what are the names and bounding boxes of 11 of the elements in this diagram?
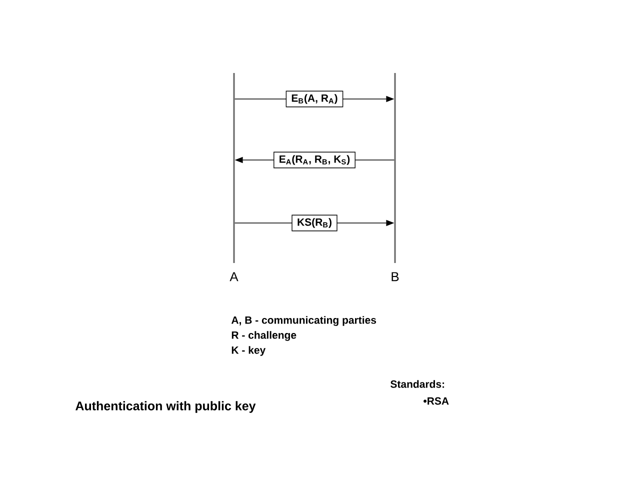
note-text: K - key <box>232 346 266 356</box>
note-text: •RSA <box>424 397 449 405</box>
message-box: KS(R$_{B}$) <box>292 214 338 232</box>
note-text: R - challenge <box>232 331 296 341</box>
title: Authentication with public key <box>76 401 256 413</box>
note-text: A, B - communicating parties <box>231 316 376 326</box>
message-box: E$_{B}$(A, R$_{A}$) <box>286 90 344 108</box>
note-text: Standards: <box>390 380 444 388</box>
message-box: E$_{A}$(R$_{A}$, R$_{B}$, K$_{S}$) <box>274 152 356 168</box>
lifeline: B <box>392 72 399 282</box>
lifeline: A <box>230 72 238 282</box>
